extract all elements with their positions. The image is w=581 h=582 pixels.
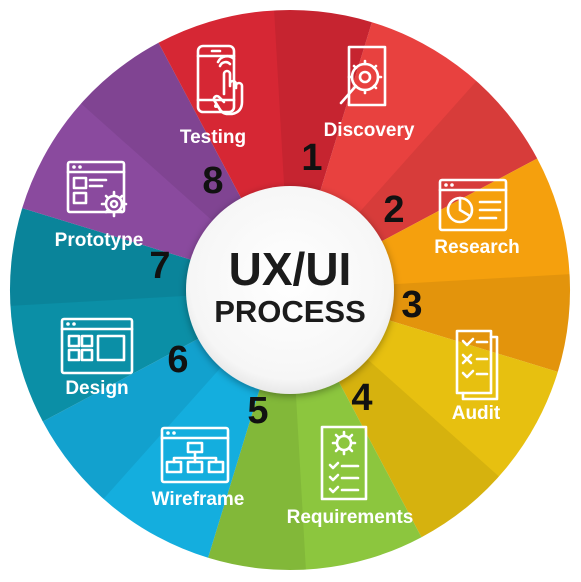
- step-number-1: 1: [301, 137, 322, 179]
- step-number-3: 3: [401, 284, 422, 326]
- segment-label-testing: Testing: [180, 127, 246, 148]
- phone-touch-icon: [196, 44, 244, 116]
- step-numbers-group: 1 2 3 4 5 6 7 8: [149, 137, 422, 432]
- window-gear-icon: [66, 160, 128, 218]
- segment-research: [290, 158, 571, 372]
- segment-label-requirements: Requirements: [287, 507, 414, 528]
- segment-label-design: Design: [65, 378, 128, 399]
- step-number-6: 6: [167, 339, 188, 381]
- layout-window-icon: [60, 317, 134, 375]
- center-title: UX/UI: [229, 243, 352, 295]
- segment-label-audit: Audit: [452, 403, 501, 424]
- step-number-7: 7: [149, 245, 170, 287]
- segment-label-prototype: Prototype: [55, 230, 144, 251]
- center-subtitle: PROCESS: [214, 294, 366, 329]
- segment-design: [9, 208, 290, 422]
- segment-label-discovery: Discovery: [324, 120, 415, 141]
- sitemap-window-icon: [160, 426, 230, 484]
- gear-checklist-icon: [320, 425, 368, 501]
- center-circle: [186, 186, 394, 394]
- segment-requirements: [208, 290, 422, 571]
- segment-testing: [158, 9, 372, 291]
- browser-pie-chart-icon: [438, 178, 508, 232]
- center-badge: UX/UI PROCESS: [186, 186, 394, 394]
- segment-label-research: Research: [434, 237, 520, 258]
- step-number-5: 5: [247, 390, 268, 432]
- magnifier-gear-icon: [339, 45, 387, 107]
- step-number-4: 4: [351, 377, 372, 419]
- step-number-2: 2: [383, 189, 404, 231]
- step-number-8: 8: [202, 160, 223, 202]
- segment-label-wireframe: Wireframe: [152, 489, 245, 510]
- checklist-documents-icon: [455, 329, 499, 401]
